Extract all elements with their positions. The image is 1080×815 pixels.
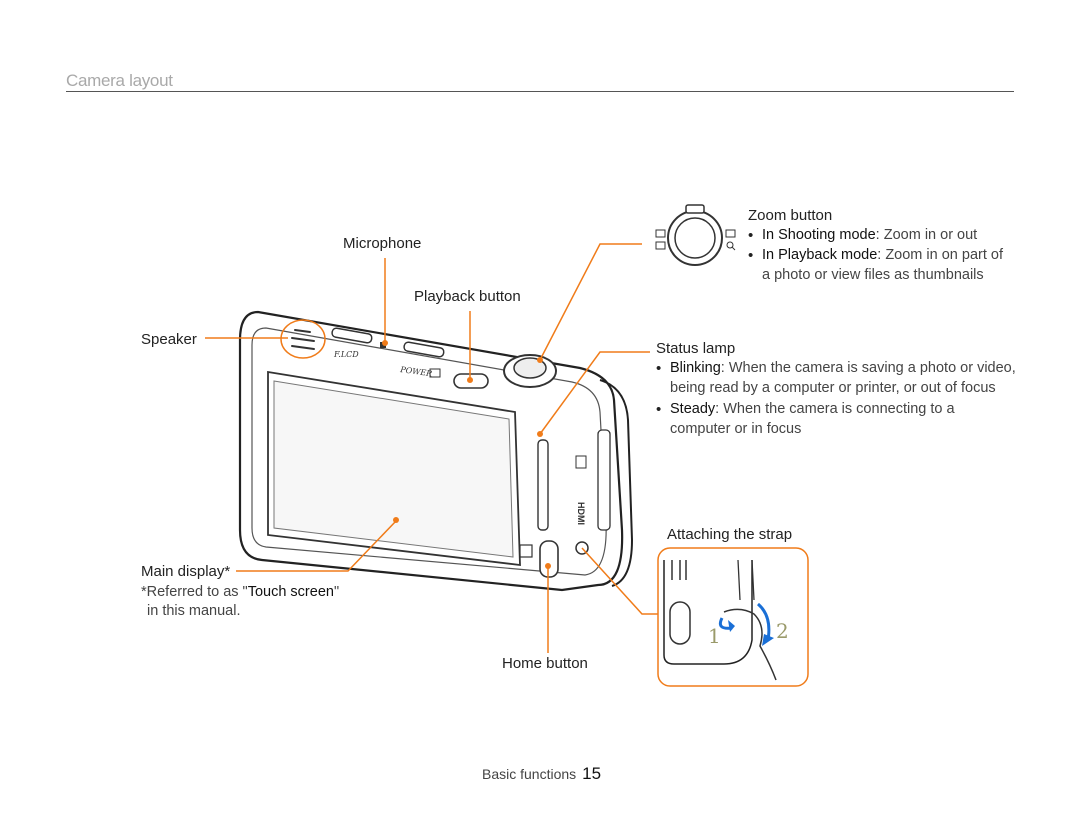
zoom-shooting-mode: In Shooting mode: Zoom in or out bbox=[762, 227, 978, 243]
main-display-label: Main display* bbox=[141, 563, 231, 580]
status-steady: Steady: When the camera is connecting to… bbox=[670, 401, 955, 417]
leader-lines bbox=[205, 243, 658, 653]
status-steady-line2: computer or in focus bbox=[670, 421, 802, 437]
strap-step-1: 1 bbox=[708, 624, 721, 648]
page-number: 15 bbox=[582, 764, 602, 783]
zoom-playback-mode-line2: a photo or view files as thumbnails bbox=[762, 267, 984, 283]
playback-button-label: Playback button bbox=[414, 288, 521, 305]
front-lcd-label: F.LCD bbox=[333, 350, 359, 359]
main-display-note-line2: in this manual. bbox=[147, 603, 241, 619]
strap-step-2: 2 bbox=[776, 619, 789, 643]
zoom-dial-inset bbox=[655, 204, 736, 266]
status-lamp-label: Status lamp bbox=[656, 340, 736, 357]
speaker-label: Speaker bbox=[141, 331, 197, 348]
strap-inset bbox=[657, 547, 809, 687]
footer-section: Basic functions bbox=[482, 766, 577, 782]
page-footer: Basic functions 15 bbox=[482, 764, 601, 784]
attaching-strap-label: Attaching the strap bbox=[667, 526, 793, 543]
main-display-note: *Referred to as "Touch screen" bbox=[141, 584, 340, 600]
page-title: Camera layout bbox=[66, 71, 173, 90]
header-rule bbox=[66, 91, 1014, 92]
zoom-playback-mode: In Playback mode: Zoom in on part of bbox=[762, 247, 1003, 263]
status-blinking-line2: being read by a computer or printer, or … bbox=[670, 380, 996, 396]
hdmi-label: HDMI bbox=[576, 502, 586, 525]
camera-body bbox=[238, 310, 634, 592]
home-button-label: Home button bbox=[502, 655, 588, 672]
zoom-button-label: Zoom button bbox=[748, 207, 833, 224]
microphone-label: Microphone bbox=[343, 235, 422, 252]
status-blinking: Blinking: When the camera is saving a ph… bbox=[670, 360, 1016, 376]
